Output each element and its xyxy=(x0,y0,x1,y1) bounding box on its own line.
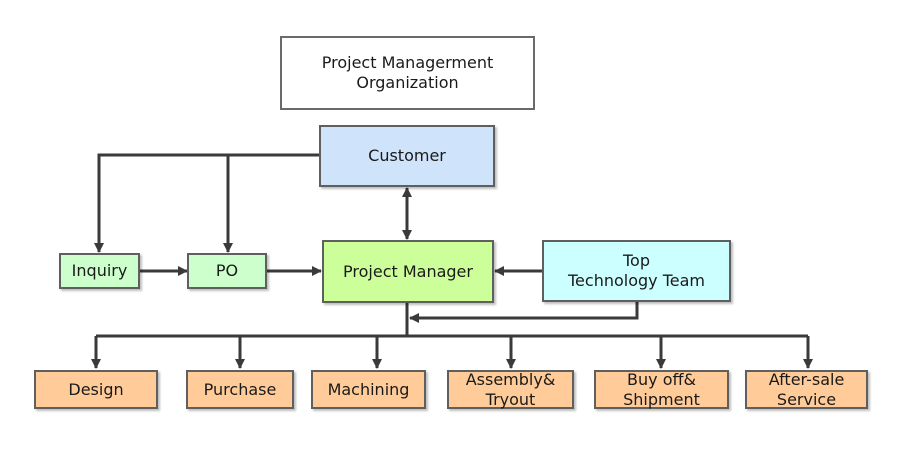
po-node: PO xyxy=(187,253,267,289)
customer-node: Customer xyxy=(319,125,495,187)
machining-node: Machining xyxy=(311,370,426,409)
title-box: Project Managerment Organization xyxy=(280,36,535,110)
machining-label: Machining xyxy=(327,379,410,399)
project-manager-label: Project Manager xyxy=(343,261,473,281)
buyoff-shipment-node: Buy off& Shipment xyxy=(594,370,729,409)
connector-tech-feedback xyxy=(409,302,639,323)
design-label: Design xyxy=(68,379,124,399)
assembly-tryout-label: Assembly& Tryout xyxy=(465,369,556,409)
after-sale-service-node: After-sale Service xyxy=(745,370,868,409)
top-technology-team-node: Top Technology Team xyxy=(542,240,731,302)
after-sale-service-label: After-sale Service xyxy=(768,369,845,409)
project-manager-node: Project Manager xyxy=(322,240,494,303)
purchase-node: Purchase xyxy=(186,370,294,409)
assembly-tryout-node: Assembly& Tryout xyxy=(447,370,574,409)
top-technology-team-label: Top Technology Team xyxy=(568,251,705,290)
connector-customer-inquiry xyxy=(94,153,320,253)
inquiry-label: Inquiry xyxy=(71,261,128,280)
title-label: Project Managerment Organization xyxy=(321,53,494,92)
buyoff-shipment-label: Buy off& Shipment xyxy=(623,369,700,409)
design-node: Design xyxy=(34,370,158,409)
customer-label: Customer xyxy=(368,146,446,165)
inquiry-node: Inquiry xyxy=(59,253,140,289)
purchase-label: Purchase xyxy=(203,379,277,399)
po-label: PO xyxy=(215,261,239,280)
